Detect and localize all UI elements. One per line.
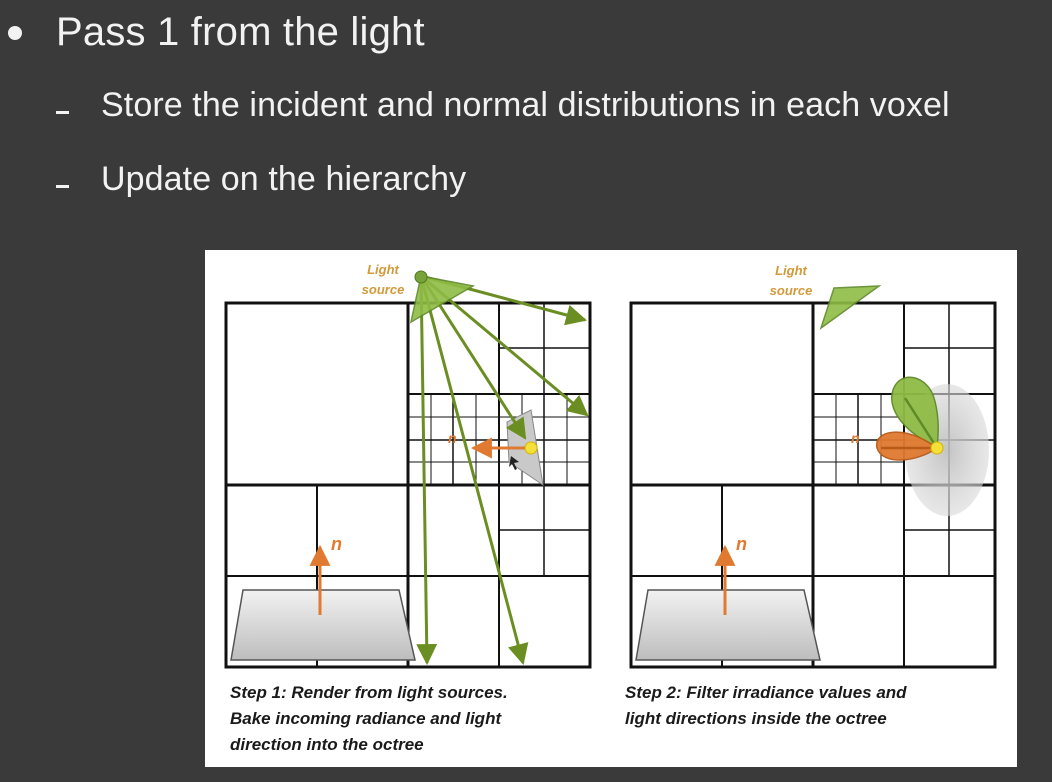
bullet-dot-icon <box>8 25 22 40</box>
light-source-icon <box>414 270 428 284</box>
light-rays <box>416 274 589 666</box>
light-cone <box>409 275 476 324</box>
step-1-caption: Step 1: Render from light sources. Bake … <box>230 683 508 754</box>
sub-bullet-text: Store the incident and normal distributi… <box>101 86 950 124</box>
normal-distribution-lobe <box>876 431 939 461</box>
hit-point <box>524 441 538 455</box>
normal-label: n <box>736 534 747 554</box>
light-source-label: Light source <box>361 262 405 297</box>
wall-normal-mark: n <box>448 430 457 446</box>
step-2-caption: Step 2: Filter irradiance values and lig… <box>625 683 907 728</box>
surface-slab <box>230 589 416 661</box>
dash-icon <box>56 111 69 114</box>
normal-label: n <box>331 534 342 554</box>
sub-bullet-text: Update on the hierarchy <box>101 160 467 198</box>
mouse-cursor-icon <box>509 456 519 470</box>
dash-icon <box>56 185 69 188</box>
light-cone <box>819 285 882 330</box>
light-direction-arrow <box>903 397 939 449</box>
normal-mark: n <box>851 430 860 446</box>
sub-bullet: Update on the hierarchy <box>56 160 466 199</box>
surface-slab <box>635 589 821 661</box>
voxel-point <box>930 441 944 455</box>
light-source-label: Light source <box>769 263 813 298</box>
sub-bullet: Store the incident and normal distributi… <box>56 86 950 125</box>
main-bullet-text: Pass 1 from the light <box>56 10 425 54</box>
octree-diagram: n <box>224 270 997 669</box>
octree-figure: n <box>205 250 1017 767</box>
main-bullet: Pass 1 from the light <box>6 10 425 55</box>
